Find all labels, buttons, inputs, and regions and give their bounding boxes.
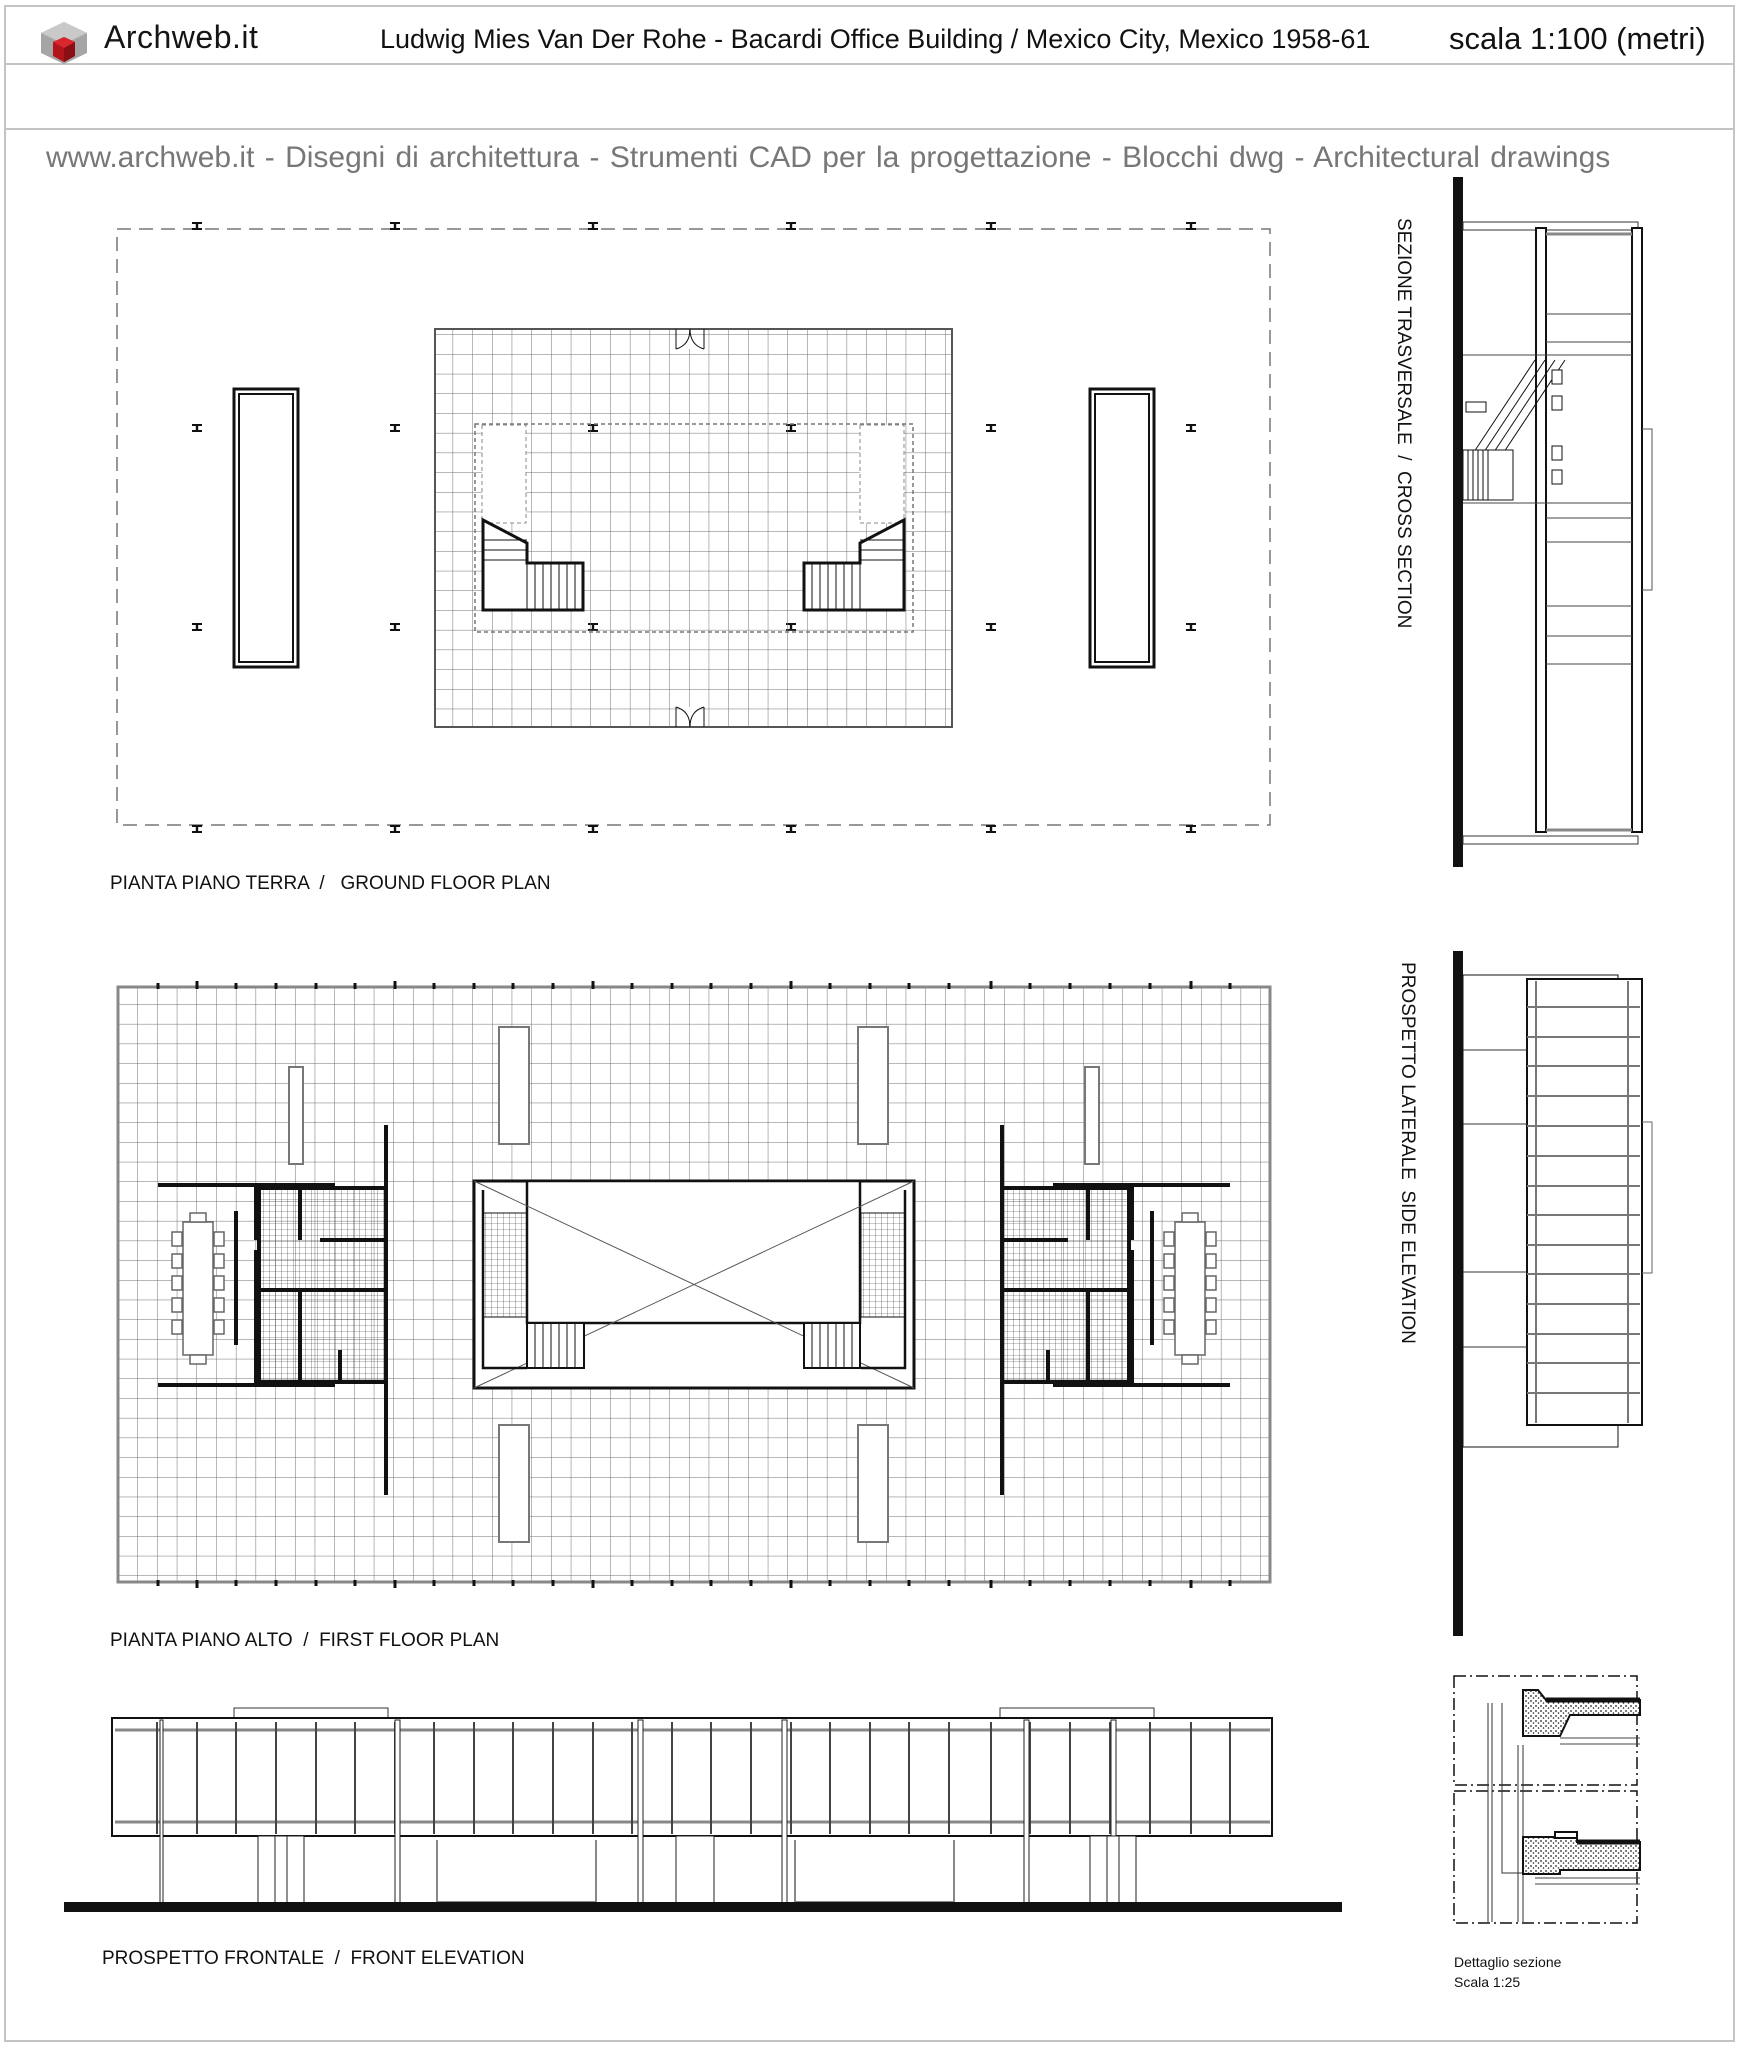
detail-section [1453,1675,1641,1924]
first-floor-plan-label: PIANTA PIANO ALTO / FIRST FLOOR PLAN [110,1630,500,1651]
archweb-logo-icon [41,22,87,64]
site-tagline[interactable]: www.archweb.it - Disegni di architettura… [46,141,1611,174]
detail-scale: Scala 1:25 [1454,1974,1521,1990]
tagline-bar: www.archweb.it - Disegni di architettura… [4,65,1735,174]
drawing-scale: scala 1:100 (metri) [1449,21,1706,56]
side-elevation [1453,951,1653,1636]
first-floor-plan [116,981,1272,1588]
front-elevation-label: PROSPETTO FRONTALE / FRONT ELEVATION [102,1948,525,1969]
cross-section-label: SEZIONE TRASVERSALE / CROSS SECTION [1393,218,1414,629]
side-elevation-label: PROSPETTO LATERALE SIDE ELEVATION [1397,962,1418,1344]
front-elevation [64,1707,1342,1912]
cross-section [1453,177,1653,867]
ground-floor-plan-label: PIANTA PIANO TERRA / GROUND FLOOR PLAN [110,873,551,894]
drawing-title: Ludwig Mies Van Der Rohe - Bacardi Offic… [380,24,1371,54]
detail-section-label: Dettaglio sezione Scala 1:25 [1454,1952,1561,1992]
brand-name[interactable]: Archweb.it [104,19,259,55]
detail-title: Dettaglio sezione [1454,1954,1562,1970]
ground-floor-plan [116,222,1271,833]
title-bar: Archweb.it Ludwig Mies Van Der Rohe - Ba… [4,5,1735,65]
